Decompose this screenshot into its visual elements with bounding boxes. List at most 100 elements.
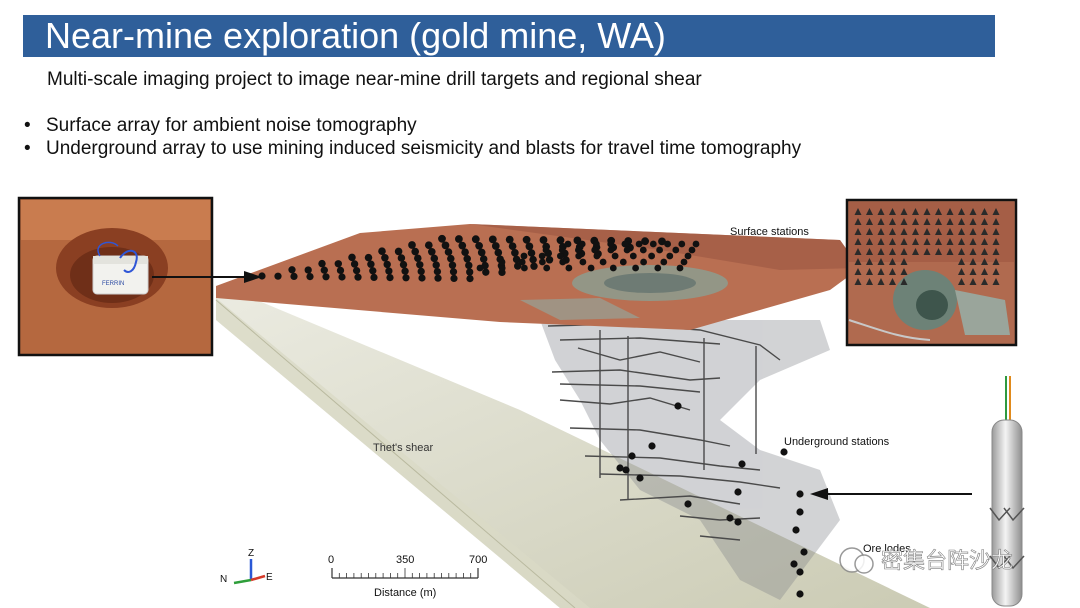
surface-stations-label: Surface stations bbox=[730, 226, 809, 238]
surface-station bbox=[607, 241, 614, 248]
scale-tick-label: 0 bbox=[328, 554, 334, 566]
underground-station bbox=[648, 442, 655, 449]
scale-tick-label: 700 bbox=[469, 554, 487, 566]
surface-station bbox=[338, 273, 345, 280]
surface-station bbox=[351, 260, 358, 267]
surface-station bbox=[591, 247, 598, 254]
surface-station bbox=[463, 255, 471, 263]
n-axis bbox=[234, 580, 251, 583]
underground-stations-label: Underground stations bbox=[784, 436, 890, 448]
surface-station bbox=[540, 236, 548, 244]
underground-station bbox=[636, 474, 643, 481]
surface-station bbox=[640, 247, 647, 254]
surface-station bbox=[425, 241, 433, 249]
surface-station bbox=[418, 268, 425, 275]
scale-bar-label: Distance (m) bbox=[374, 587, 436, 599]
satellite-map-inset bbox=[847, 200, 1016, 345]
surface-station bbox=[543, 265, 550, 272]
surface-station bbox=[466, 275, 473, 282]
underground-station bbox=[684, 500, 691, 507]
surface-station bbox=[666, 253, 673, 260]
underground-station bbox=[628, 452, 635, 459]
underground-station bbox=[796, 590, 803, 597]
axis-z-label: Z bbox=[248, 548, 254, 559]
surface-station bbox=[672, 247, 679, 254]
underground-station bbox=[800, 548, 807, 555]
surface-station bbox=[367, 261, 374, 268]
surface-station bbox=[580, 259, 587, 266]
underground-station bbox=[734, 518, 741, 525]
surface-station bbox=[321, 267, 328, 274]
surface-station bbox=[495, 249, 503, 257]
surface-station bbox=[353, 267, 360, 274]
surface-station bbox=[411, 248, 419, 256]
surface-station bbox=[466, 268, 473, 275]
surface-station bbox=[348, 254, 356, 262]
watermark-text: 密集台阵沙龙 bbox=[881, 548, 1013, 573]
surface-station bbox=[557, 236, 565, 244]
surface-station bbox=[322, 273, 329, 280]
underground-station bbox=[726, 514, 733, 521]
underground-station bbox=[616, 464, 623, 471]
surface-station bbox=[528, 249, 536, 257]
surface-station bbox=[416, 261, 423, 268]
surface-station bbox=[565, 241, 572, 248]
e-axis bbox=[251, 576, 265, 580]
surface-station bbox=[370, 274, 377, 281]
surface-station bbox=[511, 249, 519, 257]
surface-station bbox=[509, 242, 517, 250]
surface-station bbox=[630, 253, 637, 260]
surface-station bbox=[519, 259, 526, 266]
surface-station bbox=[395, 248, 403, 256]
surface-station bbox=[438, 235, 446, 243]
surface-station bbox=[475, 242, 483, 250]
surface-station bbox=[566, 265, 573, 272]
surface-station bbox=[499, 259, 506, 266]
surface-station bbox=[482, 269, 489, 276]
surface-station bbox=[337, 267, 344, 274]
surface-station bbox=[640, 259, 647, 266]
surface-station bbox=[610, 265, 617, 272]
surface-station bbox=[447, 255, 455, 263]
surface-station bbox=[492, 242, 500, 250]
orientation-axes: Z N E bbox=[220, 548, 273, 585]
surface-station bbox=[465, 262, 472, 269]
surface-station bbox=[660, 259, 667, 266]
surface-station bbox=[402, 274, 409, 281]
surface-station bbox=[472, 235, 480, 243]
surface-station bbox=[288, 266, 295, 273]
underground-station bbox=[796, 508, 803, 515]
surface-station bbox=[499, 265, 506, 272]
shear-label: Thet's shear bbox=[373, 442, 434, 454]
surface-station bbox=[664, 241, 671, 248]
surface-station bbox=[290, 273, 297, 280]
surface-station bbox=[530, 263, 537, 270]
surface-station bbox=[461, 248, 469, 256]
surface-station bbox=[521, 265, 528, 272]
surface-station bbox=[478, 249, 486, 257]
surface-station bbox=[274, 273, 281, 280]
surface-station bbox=[608, 247, 615, 254]
surface-station bbox=[636, 241, 643, 248]
scale-tick-label: 350 bbox=[396, 554, 414, 566]
surface-station bbox=[620, 259, 627, 266]
surface-station bbox=[600, 259, 607, 266]
surface-station bbox=[378, 247, 386, 255]
surface-station bbox=[594, 253, 601, 260]
surface-station bbox=[418, 274, 425, 281]
surface-station bbox=[521, 253, 528, 260]
surface-station bbox=[575, 247, 582, 254]
underground-station bbox=[734, 488, 741, 495]
surface-station bbox=[480, 255, 488, 263]
surface-station bbox=[386, 274, 393, 281]
surface-station bbox=[398, 254, 406, 262]
surface-station bbox=[681, 259, 688, 266]
surface-station bbox=[428, 248, 436, 256]
surface-station bbox=[400, 261, 407, 268]
axis-e-label: E bbox=[266, 572, 273, 583]
surface-station bbox=[449, 262, 456, 269]
surface-station bbox=[489, 236, 497, 244]
axis-n-label: N bbox=[220, 574, 227, 585]
surface-station bbox=[579, 241, 586, 248]
